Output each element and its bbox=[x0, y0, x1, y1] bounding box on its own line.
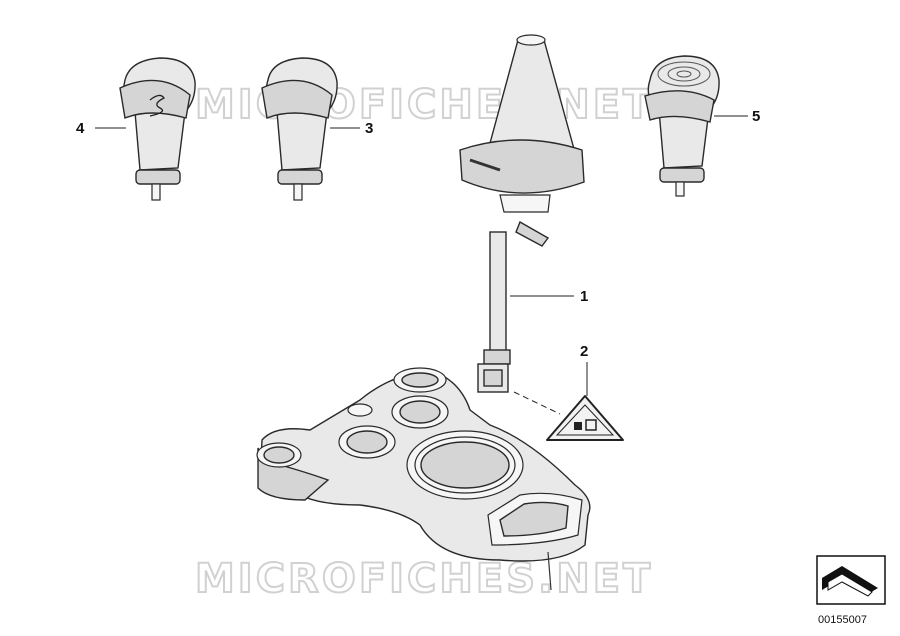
reference-box bbox=[816, 555, 886, 605]
part-2-warning-label[interactable] bbox=[546, 395, 624, 441]
part-4-gear-knob-s[interactable] bbox=[119, 57, 196, 201]
callout-2: 2 bbox=[580, 343, 588, 360]
callout-3: 3 bbox=[365, 120, 373, 137]
callout-5: 5 bbox=[752, 108, 760, 125]
reference-number: 00155007 bbox=[818, 614, 867, 626]
callout-1: 1 bbox=[580, 288, 588, 305]
leader-2-dashed bbox=[513, 391, 561, 415]
part-1-shift-boot-lever[interactable] bbox=[459, 34, 585, 393]
callout-4: 4 bbox=[76, 120, 85, 137]
watermark-bottom: MICROFICHES.NET bbox=[195, 556, 653, 602]
part-5-gear-knob[interactable] bbox=[644, 55, 720, 197]
part-3-gear-knob[interactable] bbox=[261, 57, 338, 201]
center-console[interactable] bbox=[256, 367, 591, 591]
